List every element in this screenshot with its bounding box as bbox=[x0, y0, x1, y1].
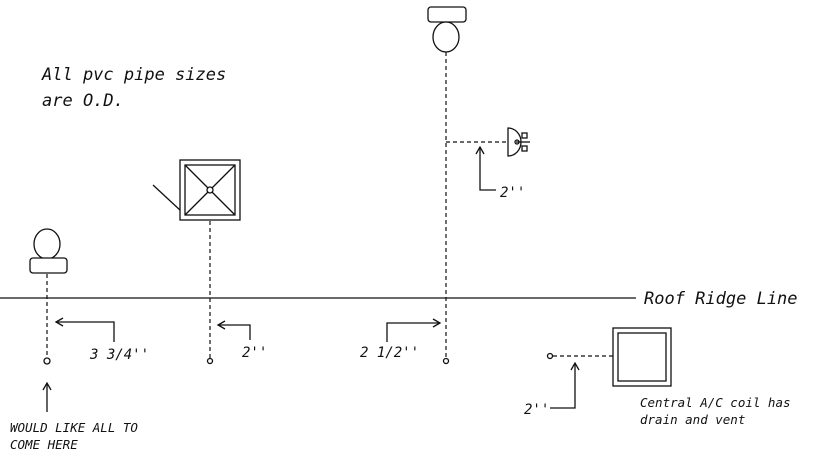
pipe-size-toilet-right: 2 1/2'' bbox=[360, 345, 419, 361]
cleanout-icon bbox=[43, 357, 51, 365]
come-here-line2: COME HERE bbox=[10, 437, 78, 452]
come-here-line1: WOULD LIKE ALL TO bbox=[10, 420, 138, 435]
pipe-size-ac-coil: 2'' bbox=[524, 402, 549, 418]
shower-drain-icon bbox=[152, 159, 241, 221]
ac-note-line2: drain and vent bbox=[640, 412, 745, 427]
arrow-icon bbox=[216, 320, 251, 340]
arrow-icon bbox=[475, 145, 496, 191]
pvc-note-line1: All pvc pipe sizes bbox=[41, 65, 226, 85]
pvc-note-line2: are O.D. bbox=[42, 91, 124, 111]
arrow-icon bbox=[54, 317, 115, 342]
ac-note-line1: Central A/C coil has bbox=[640, 395, 791, 410]
toilet-right-icon bbox=[427, 6, 467, 53]
pipe-size-sink: 2'' bbox=[500, 185, 525, 201]
arrow-up-icon bbox=[42, 381, 52, 412]
sink-icon bbox=[507, 127, 530, 157]
toilet-left-icon bbox=[29, 228, 68, 274]
arrow-icon bbox=[550, 361, 580, 409]
roof-ridge-label: Roof Ridge Line bbox=[644, 289, 798, 309]
pipe-size-shower: 2'' bbox=[242, 345, 267, 361]
ac-coil-icon bbox=[612, 327, 672, 387]
cleanout-icon bbox=[442, 357, 450, 365]
arrow-icon bbox=[386, 318, 442, 342]
cleanout-icon bbox=[206, 357, 214, 365]
pipe-size-toilet-left: 3 3/4'' bbox=[89, 347, 149, 363]
cleanout-icon bbox=[546, 352, 554, 360]
